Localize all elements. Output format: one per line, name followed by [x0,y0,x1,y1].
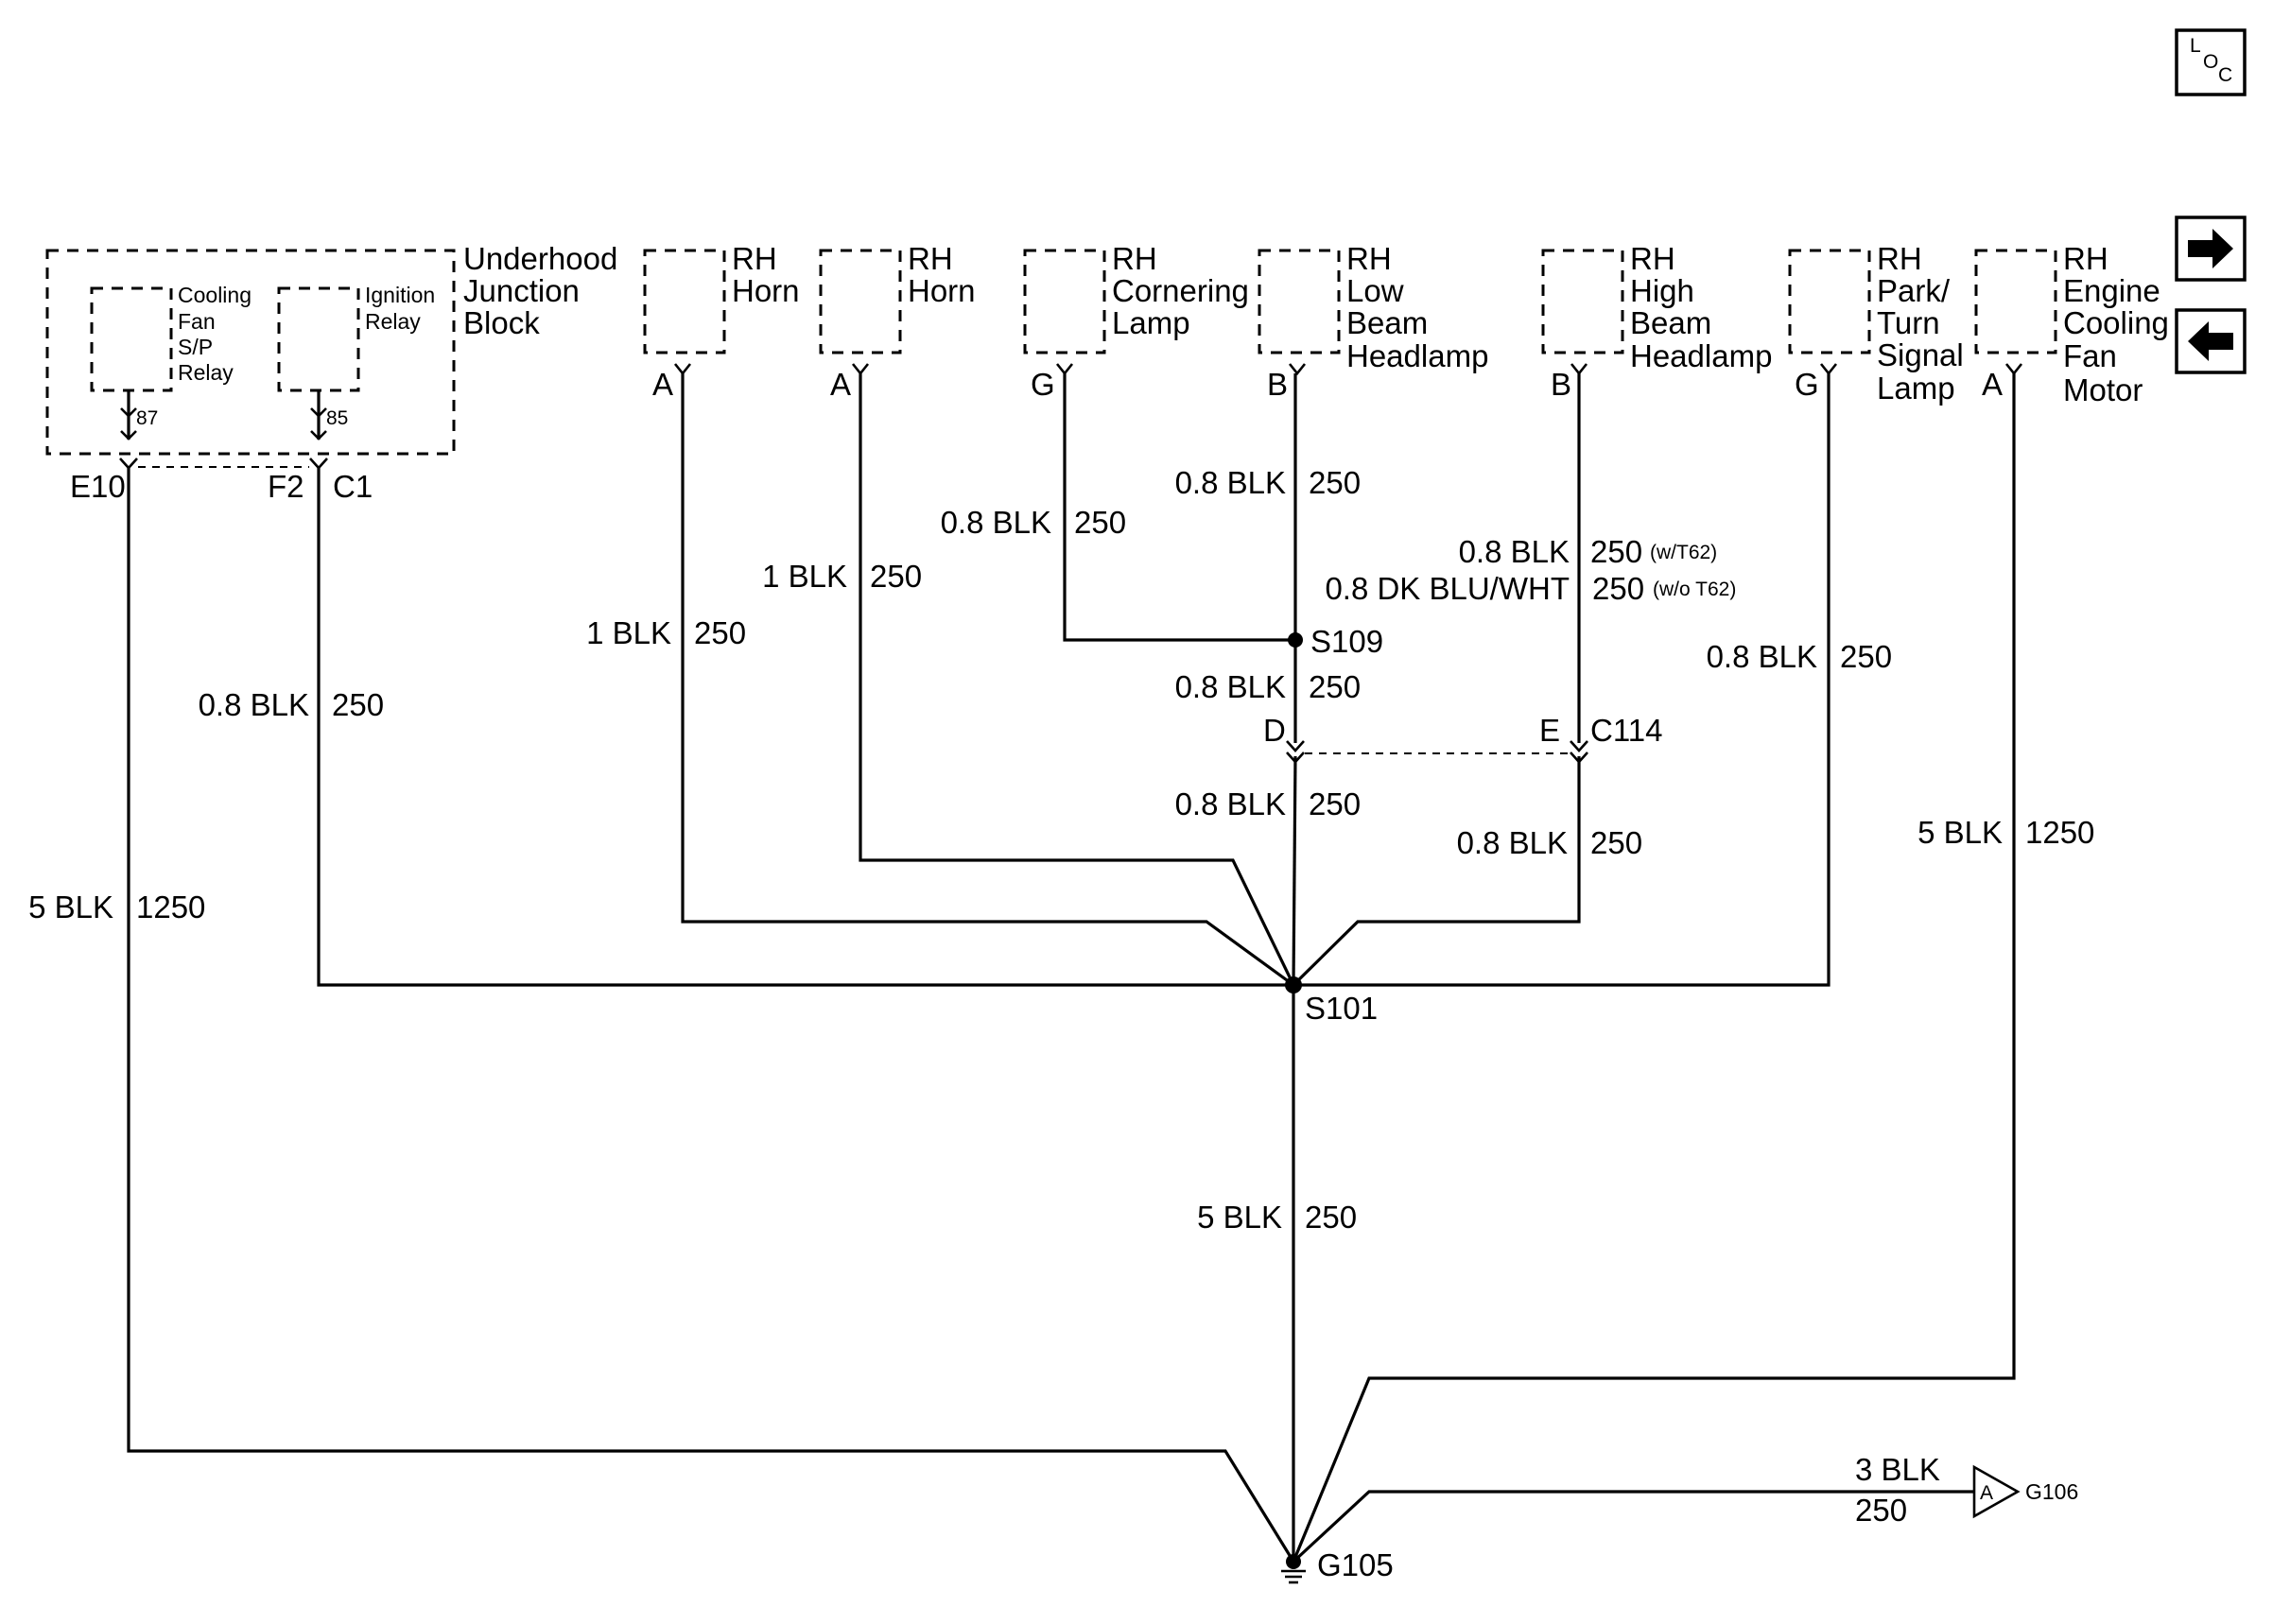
rh-low-beam-headlamp: RH Low Beam Headlamp B [1258,241,1488,402]
low-beam-pin-label: B [1267,367,1288,402]
rh-horn-1-label: RH Horn [732,241,800,308]
wire-g106 [1292,1490,1974,1564]
high-beam-circuit-b: 250 [1592,571,1644,606]
park-turn-circuit: 250 [1840,639,1892,674]
rh-low-beam-label: RH Low Beam Headlamp [1346,241,1488,373]
underhood-block-label: Underhood Junction Block [463,241,626,340]
high-beam-option-b: (w/o T62) [1653,579,1736,600]
wire-e10 [127,468,1295,1563]
horn-1-pin-label: A [652,367,673,402]
fan-motor-circuit: 1250 [2025,815,2094,850]
connector-e10-c1: E10 F2 C1 [70,458,373,504]
s101-down-circuit: 250 [1305,1200,1357,1235]
wire-c114-d [1292,755,1297,986]
c114-d-gauge: 0.8 BLK [1175,786,1286,821]
wires [127,373,2016,1564]
fan-motor-pin-label: A [1982,367,2003,402]
high-beam-pin-label: B [1551,367,1571,402]
rh-park-turn-label: RH Park/ Turn Signal Lamp [1877,241,1972,406]
rh-cornering-lamp: RH Cornering Lamp G [1023,241,1258,402]
c114-pin-d-label: D [1263,713,1286,748]
park-turn-gauge: 0.8 BLK [1707,639,1817,674]
splice-s101: S101 [1285,976,1378,1026]
rh-cornering-lamp-label: RH Cornering Lamp [1112,241,1258,340]
rh-engine-cooling-fan-motor: RH Engine Cooling Fan Motor A [1974,241,2178,407]
wire-c114-e [1292,756,1581,987]
park-turn-pin-label: G [1795,367,1819,402]
high-beam-gauge-a: 0.8 BLK [1459,534,1570,569]
pin-e10-label: E10 [70,469,126,504]
low-beam-circuit: 250 [1309,465,1361,500]
s101-label: S101 [1305,991,1378,1026]
rh-park-turn-signal-lamp: RH Park/ Turn Signal Lamp G [1788,241,1972,406]
horn-2-circuit: 250 [870,559,922,594]
relay-pin-85: 85 [326,407,348,429]
rh-high-beam-headlamp: RH High Beam Headlamp B [1541,241,1772,402]
rh-horn-2: RH Horn A [819,241,976,402]
c114-label: C114 [1590,713,1662,748]
c114-e-circuit: 250 [1590,825,1642,860]
wire-c1 [317,468,1293,987]
rh-horn-1: RH Horn A [643,241,800,402]
ground-g106-flag: A G106 [1972,1464,2078,1519]
e10-circuit: 1250 [136,890,205,924]
s101-down-gauge: 5 BLK [1197,1200,1282,1235]
high-beam-option-a: (w/T62) [1650,542,1717,563]
relay-pin-87: 87 [136,407,158,429]
underhood-junction-block: Underhood Junction Block Cooling Fan S/P… [45,241,626,456]
g105-label: G105 [1317,1547,1394,1582]
wire-cornering [1063,373,1295,642]
wire-horn-1 [681,373,1294,987]
g106-gauge: 3 BLK [1855,1452,1940,1487]
wire-park-turn [1293,373,1831,987]
cornering-pin-label: G [1031,367,1055,402]
arrow-left-icon [2188,321,2233,361]
pin-c1-label: C1 [333,469,373,504]
cornering-circuit: 250 [1074,505,1126,540]
g106-label: G106 [2025,1479,2078,1504]
c114-e-gauge: 0.8 BLK [1457,825,1568,860]
c114-pin-e-label: E [1539,713,1560,748]
wire-fan-motor [1292,373,2016,1563]
horn-2-gauge: 1 BLK [762,559,847,594]
arrow-right-icon [2188,229,2233,268]
s109-label: S109 [1310,624,1383,659]
horn-1-circuit: 250 [694,615,746,650]
pin-f2-label: F2 [268,469,304,504]
connector-c114: D E C114 [1263,713,1662,764]
fan-motor-gauge: 5 BLK [1917,815,2003,850]
s109-down-gauge: 0.8 BLK [1175,669,1286,704]
low-beam-gauge: 0.8 BLK [1175,465,1286,500]
next-page-button[interactable] [2175,216,2247,282]
cornering-gauge: 0.8 BLK [941,505,1051,540]
location-button[interactable]: L O C [2175,28,2247,96]
loc-letter-l: L [2190,35,2201,57]
g106-circuit: 250 [1855,1493,1907,1528]
g106-flag-letter: A [1980,1482,1993,1504]
high-beam-circuit-a: 250 [1590,534,1642,569]
wire-labels: 5 BLK 1250 0.8 BLK 250 1 BLK 250 1 BLK 2… [28,465,2094,1528]
wire-horn-2 [859,373,1295,986]
rh-high-beam-label: RH High Beam Headlamp [1630,241,1772,373]
e10-gauge: 5 BLK [28,890,113,924]
rh-horn-2-label: RH Horn [908,241,976,308]
high-beam-gauge-b: 0.8 DK BLU/WHT [1325,571,1570,606]
ground-g105: G105 [1281,1547,1394,1584]
c1-circuit: 250 [332,687,384,722]
loc-letter-o: O [2203,51,2218,73]
cooling-fan-relay-label: Cooling Fan S/P Relay [178,283,257,385]
c114-d-circuit: 250 [1309,786,1361,821]
horn-1-gauge: 1 BLK [586,615,671,650]
c1-gauge: 0.8 BLK [199,687,309,722]
ignition-relay-label: Ignition Relay [365,283,442,334]
s109-down-circuit: 250 [1309,669,1361,704]
loc-letter-c: C [2218,64,2232,86]
previous-page-button[interactable] [2175,308,2247,374]
splice-s109: S109 [1288,624,1383,659]
horn-2-pin-label: A [830,367,851,402]
rh-fan-motor-label: RH Engine Cooling Fan Motor [2063,241,2178,407]
